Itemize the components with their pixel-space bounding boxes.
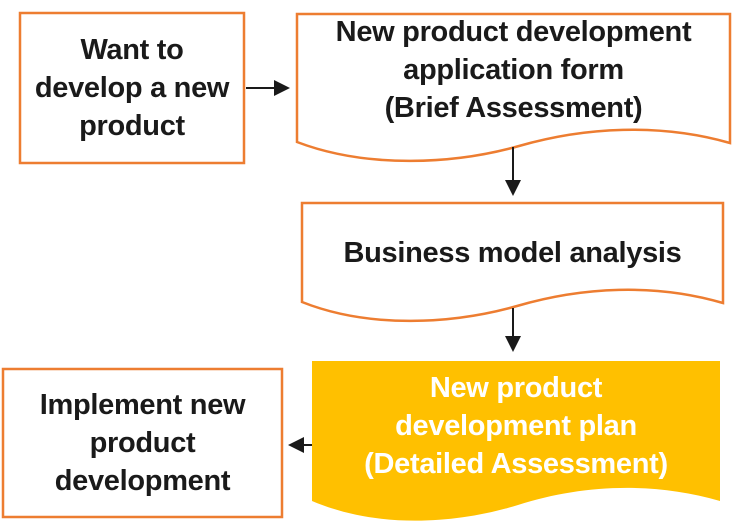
start-node-shape <box>18 11 246 165</box>
implement-node-shape <box>1 367 284 519</box>
development-plan-node-shape <box>312 361 720 521</box>
application-form-node-shape <box>295 12 732 163</box>
business-analysis-node-shape <box>300 201 725 323</box>
